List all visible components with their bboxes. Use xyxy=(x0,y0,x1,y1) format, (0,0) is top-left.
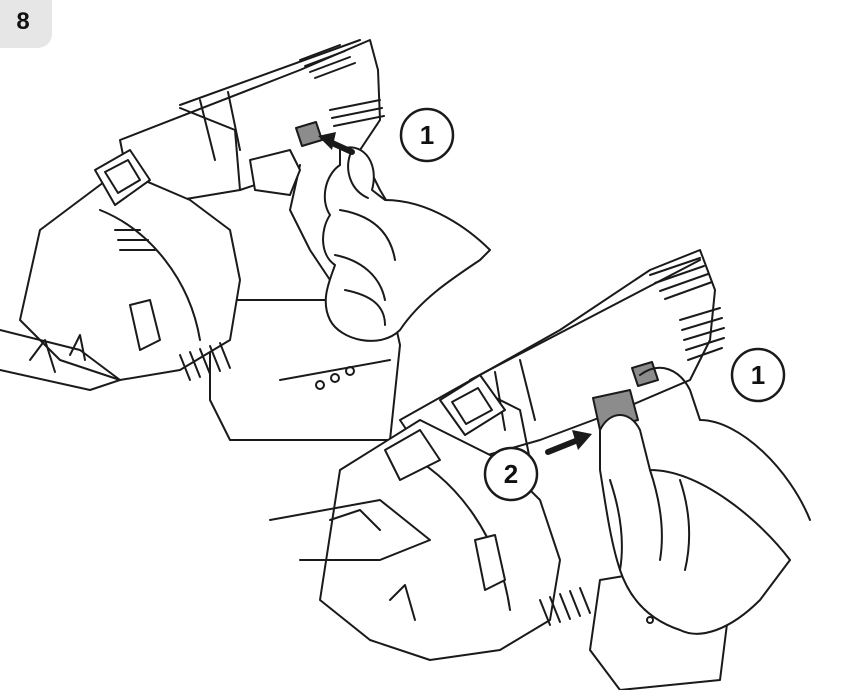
callout-2: 2 xyxy=(483,446,539,502)
tool-top xyxy=(0,39,421,441)
hand-bottom xyxy=(545,366,811,635)
step-number: 8 xyxy=(16,8,30,35)
callout-1-top-label: 1 xyxy=(420,120,434,150)
step-number-tab: 8 xyxy=(0,0,52,48)
hand-top xyxy=(318,132,491,342)
callout-1-bottom-label: 1 xyxy=(751,360,765,390)
callout-2-label: 2 xyxy=(504,459,518,489)
callout-1-top: 1 xyxy=(399,107,455,163)
callout-1-bottom: 1 xyxy=(730,347,786,403)
